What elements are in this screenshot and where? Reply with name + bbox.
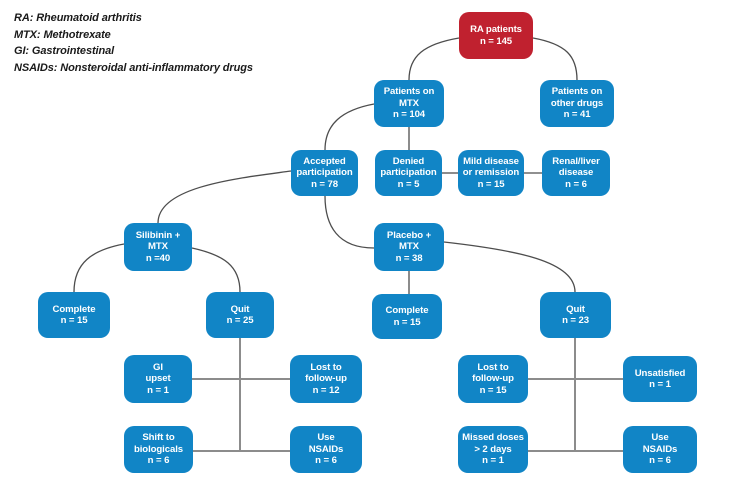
node-patients-on-other-drugs: Patients on other drugs n = 41 [540,80,614,127]
node-count: n = 15 [479,384,507,396]
node-label: Patients on other drugs [550,86,604,109]
node-count: n = 25 [226,315,254,326]
node-count: n = 1 [147,384,169,396]
node-label: Use NSAIDs [642,432,678,455]
node-count: n = 145 [479,35,513,47]
node-use-nsaids-silibinin: Use NSAIDs n = 6 [290,426,362,473]
node-count: n = 6 [315,455,337,467]
node-missed-doses: Missed doses > 2 days n = 1 [458,426,528,473]
node-count: n = 15 [477,178,505,190]
node-label: Quit [566,303,585,315]
node-count: n = 15 [60,315,88,326]
edge-ra-to-mtx [408,37,460,81]
node-count: n = 12 [312,384,340,396]
node-use-nsaids-placebo: Use NSAIDs n = 6 [623,426,697,473]
node-patients-on-mtx: Patients on MTX n = 104 [374,80,444,127]
node-count: n = 38 [395,252,423,264]
node-count: n = 6 [147,455,170,467]
node-quit-silibinin: Quit n = 25 [206,292,274,338]
node-label: Shift to biologicals [133,432,183,455]
node-renal-liver-disease: Renal/liver disease n = 6 [542,150,610,196]
node-label: GI upset [145,361,171,385]
node-silibinin-mtx: Silibinin + MTX n =40 [124,223,192,271]
node-label: Use NSAIDs [308,432,344,455]
node-label: Complete [52,303,96,315]
node-lost-to-follow-up-15: Lost to follow-up n = 15 [458,355,528,403]
node-count: n = 41 [563,109,591,121]
node-label: Unsatisfied [634,367,686,379]
node-label: Mild disease or remission [462,155,520,179]
node-label: Denied participation [380,155,437,179]
node-count: n = 6 [649,455,671,467]
node-complete-silibinin: Complete n = 15 [38,292,110,338]
node-accepted-participation: Accepted participation n = 78 [291,150,358,196]
edge-ra-to-other-drugs [532,37,578,81]
node-label: Placebo + MTX [386,229,432,253]
node-count: n = 23 [562,315,589,326]
node-label: Quit [230,303,250,315]
node-count: n = 15 [393,316,421,328]
node-complete-placebo: Complete n = 15 [372,294,442,339]
node-count: n = 1 [482,455,504,467]
edge-silibinin-to-quit [191,247,241,293]
node-unsatisfied: Unsatisfied n = 1 [623,356,697,402]
node-gi-upset: GI upset n = 1 [124,355,192,403]
node-label: RA patients [470,24,522,36]
edge-accepted-to-placebo [324,195,375,249]
node-lost-to-follow-up-12: Lost to follow-up n = 12 [290,355,362,403]
node-count: n =40 [145,252,171,264]
edge-silibinin-to-complete [73,243,125,293]
node-ra-patients: RA patients n = 145 [459,12,533,59]
node-label: Accepted participation [296,155,353,179]
legend-item-gi: GI: Gastrointestinal [14,45,115,57]
node-placebo-mtx: Placebo + MTX n = 38 [374,223,444,271]
legend-item-nsaids: NSAIDs: Nonsteroidal anti-inflammatory d… [14,61,253,74]
node-mild-disease-or-remission: Mild disease or remission n = 15 [458,150,524,196]
legend: RA: Rheumatoid arthritis MTX: Methotrexa… [14,10,284,76]
edge-accepted-to-silibinin [157,170,292,224]
node-count: n = 104 [392,109,426,121]
node-label: Patients on MTX [383,86,435,109]
edge-placebo-to-quit [443,241,576,293]
node-label: Renal/liver disease [552,155,600,179]
legend-item-ra: RA: Rheumatoid arthritis [14,12,142,24]
node-count: n = 6 [565,178,587,190]
node-quit-placebo: Quit n = 23 [540,292,611,338]
node-denied-participation: Denied participation n = 5 [375,150,442,196]
node-label: Silibinin + MTX [135,229,181,253]
node-count: n = 1 [649,379,671,390]
node-label: Lost to follow-up [472,361,514,385]
legend-item-mtx: MTX: Methotrexate [14,28,111,41]
node-shift-to-biologicals: Shift to biologicals n = 6 [124,426,193,473]
edge-mtx-to-accepted [324,103,375,151]
node-label: Missed doses > 2 days [462,432,524,455]
node-label: Complete [385,305,429,317]
node-count: n = 78 [311,178,338,190]
node-count: n = 5 [397,178,420,190]
node-label: Lost to follow-up [305,361,347,385]
